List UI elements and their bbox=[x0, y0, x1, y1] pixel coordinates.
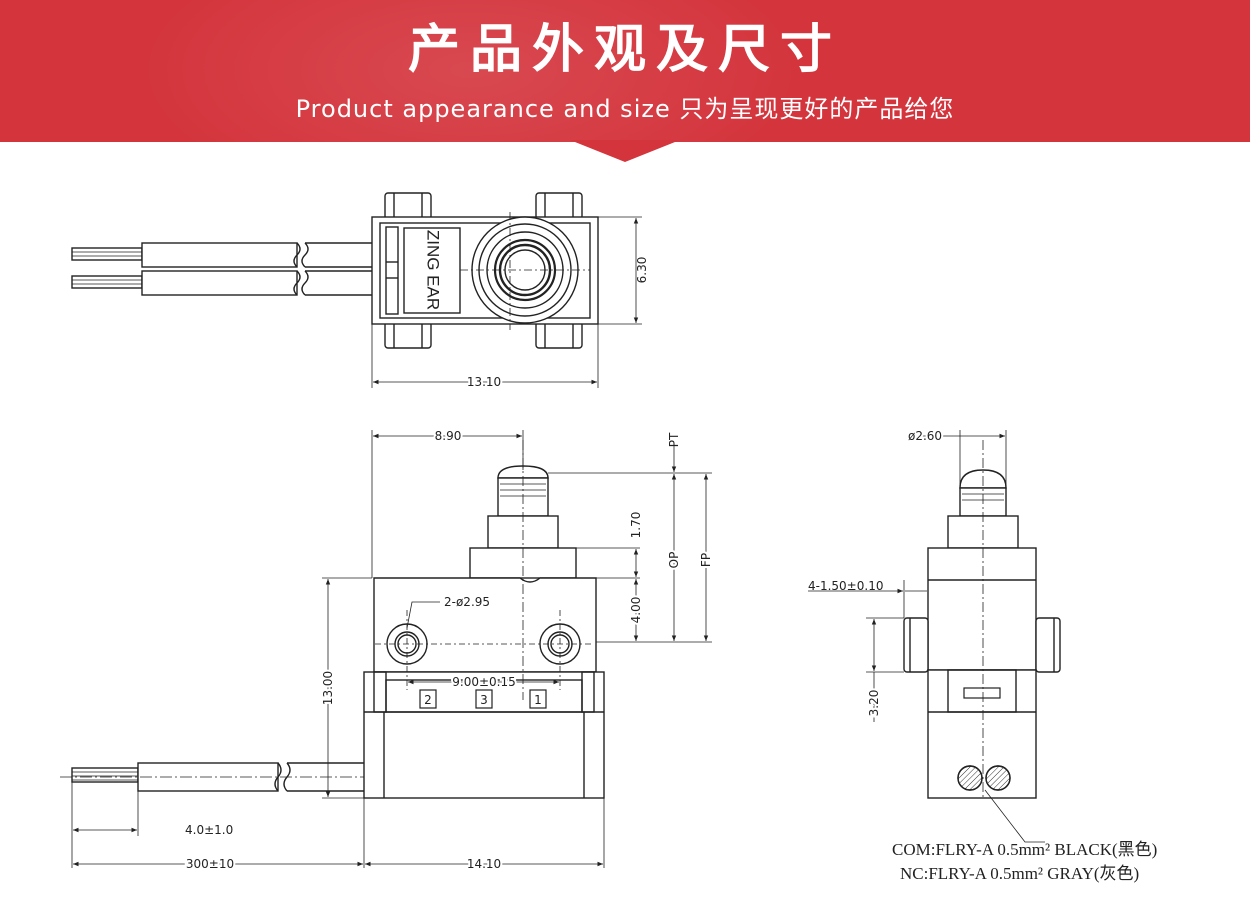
dim-boss: 4-1.50±0.10 bbox=[808, 579, 883, 593]
dim-hole-pitch: 9.00±0.15 bbox=[452, 675, 516, 689]
dim-400: 4.00 bbox=[629, 597, 643, 624]
brand-label: ZING EAR bbox=[424, 230, 443, 310]
brand-plate bbox=[403, 227, 461, 314]
dim-top-height: 6.30 bbox=[635, 257, 649, 284]
terminal-label: 1 bbox=[534, 693, 542, 707]
dim-hole: 2-ø2.95 bbox=[444, 595, 490, 609]
dim-strip: 4.0±1.0 bbox=[185, 823, 233, 837]
wire-spec-nc: NC:FLRY-A 0.5mm² GRAY(灰色) bbox=[900, 864, 1139, 883]
dim-plunger-dia: ø2.60 bbox=[908, 429, 942, 443]
label-op: OP bbox=[667, 552, 681, 569]
dim-170: 1.70 bbox=[629, 512, 643, 539]
dim-plunger-offset: 8.90 bbox=[435, 429, 462, 443]
header-banner: 产品外观及尺寸 Product appearance and size 只为呈现… bbox=[0, 0, 1250, 142]
page-title: 产品外观及尺寸 bbox=[407, 20, 842, 80]
label-pt: PT bbox=[667, 432, 681, 447]
wire-spec-com: COM:FLRY-A 0.5mm² BLACK(黑色) bbox=[892, 840, 1157, 859]
top-view-cable bbox=[71, 242, 372, 296]
dim-body-width: 14.10 bbox=[467, 857, 501, 871]
side-view bbox=[808, 430, 1061, 843]
dim-front-height: 13.00 bbox=[321, 671, 335, 705]
dim-cable: 300±10 bbox=[186, 857, 234, 871]
dim-boss-height: 3.20 bbox=[867, 690, 881, 717]
front-view bbox=[60, 430, 712, 868]
terminal-label: 3 bbox=[480, 693, 488, 707]
label-fp: FP bbox=[699, 553, 713, 567]
terminal-label: 2 bbox=[424, 693, 432, 707]
top-view bbox=[71, 192, 642, 388]
banner-notch bbox=[570, 140, 680, 162]
dim-top-width: 13.10 bbox=[467, 375, 501, 389]
banner-glow bbox=[120, 0, 820, 142]
page-subtitle: Product appearance and size 只为呈现更好的产品给您 bbox=[295, 95, 955, 123]
